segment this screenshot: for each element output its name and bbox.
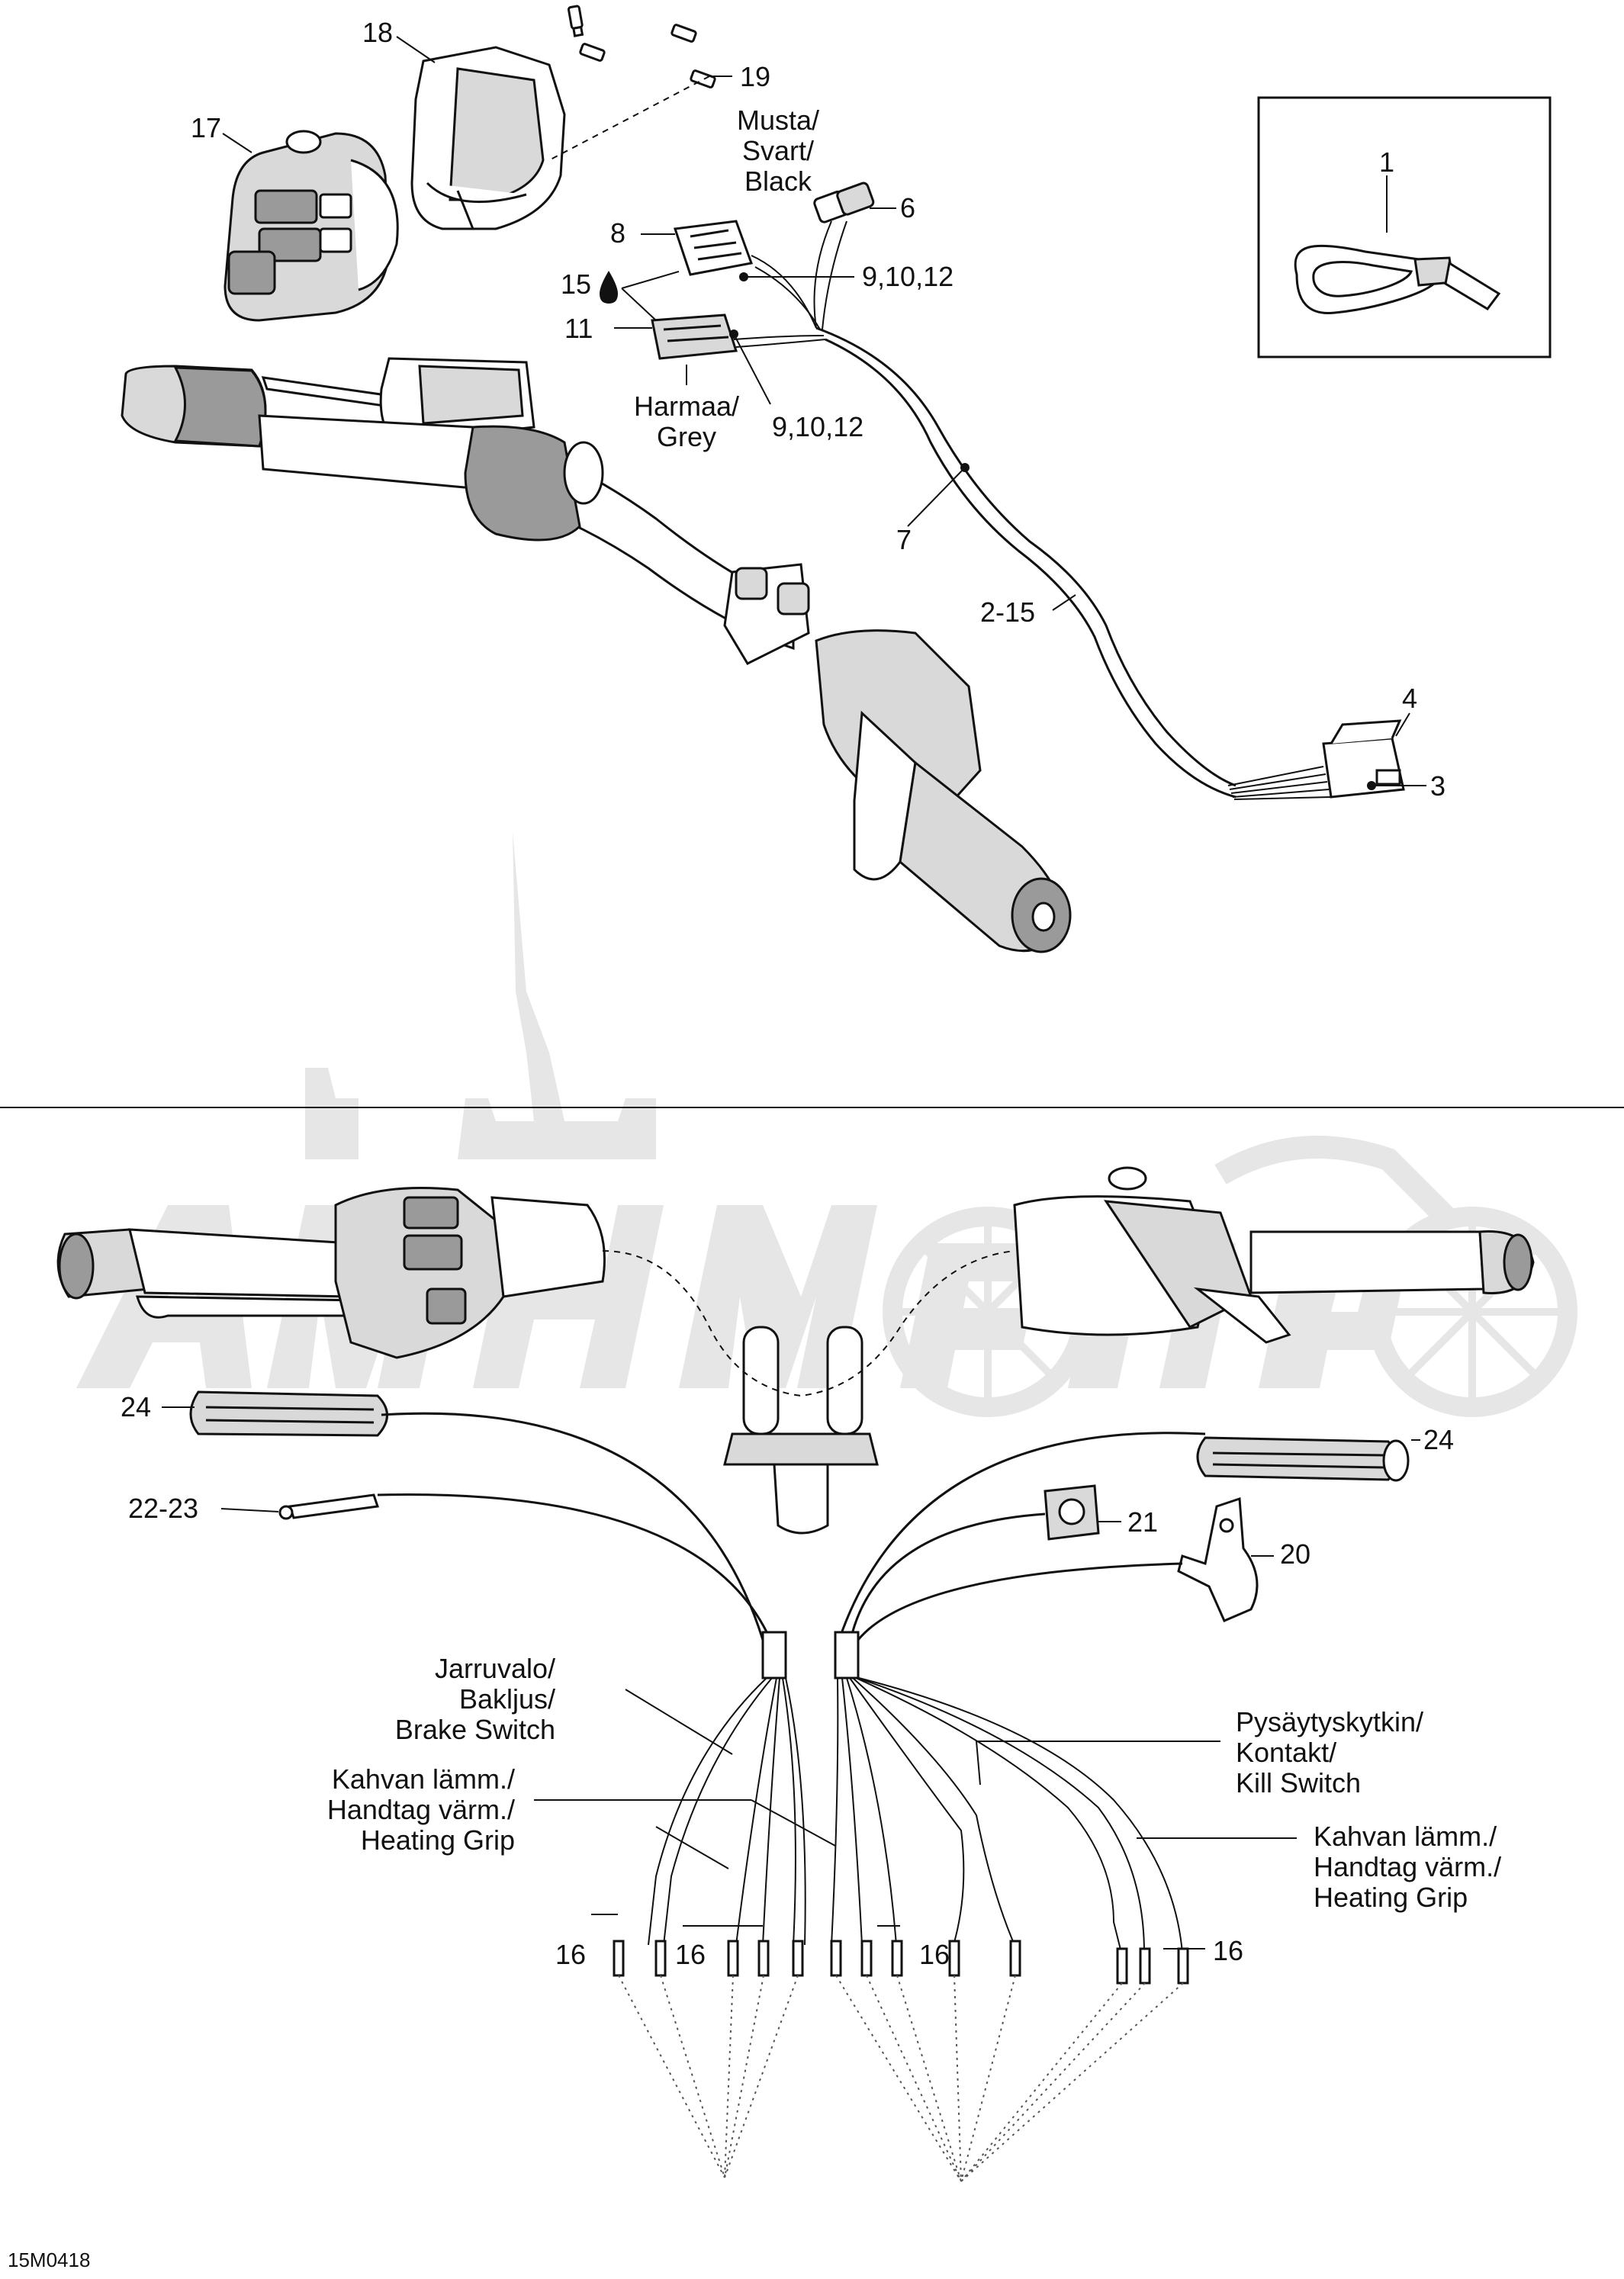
- label-16-c: 16: [919, 1939, 950, 1970]
- cable-tie-icon: [1294, 244, 1501, 315]
- label-21: 21: [1127, 1506, 1158, 1538]
- connector-8-black: [673, 220, 754, 276]
- screws-19: [567, 5, 716, 88]
- drawing-code: 15M0418: [8, 2248, 90, 2271]
- handlebar-assembly-top: [121, 357, 1072, 953]
- switch-21: [1044, 1484, 1100, 1541]
- label-brake-2: Bakljus/: [459, 1683, 555, 1715]
- sensor-22-23: [278, 1493, 379, 1520]
- label-grey-2: Grey: [657, 421, 716, 452]
- label-heat-left-2: Handtag värm./: [327, 1794, 515, 1825]
- label-4: 4: [1402, 683, 1417, 714]
- label-7: 7: [896, 524, 912, 555]
- label-16-d: 16: [1213, 1935, 1243, 1966]
- label-1: 1: [1379, 146, 1394, 178]
- label-6: 6: [900, 192, 915, 223]
- label-black-2: Svart/: [742, 135, 814, 166]
- connector-11-grey: [651, 313, 738, 360]
- label-brake-3: Brake Switch: [395, 1714, 555, 1745]
- label-2-15: 2-15: [980, 596, 1035, 628]
- label-grey-1: Harmaa/: [634, 391, 739, 422]
- label-17: 17: [191, 112, 221, 143]
- label-20: 20: [1280, 1538, 1310, 1570]
- label-3: 3: [1430, 770, 1446, 802]
- bracket-20: [1177, 1496, 1259, 1622]
- label-heat-left-3: Heating Grip: [361, 1824, 515, 1856]
- label-kill-1: Pysäytyskytkin/: [1236, 1706, 1423, 1737]
- label-heat-left-1: Kahvan lämm./: [332, 1763, 515, 1795]
- label-kill-3: Kill Switch: [1236, 1767, 1361, 1798]
- label-11: 11: [564, 313, 593, 344]
- heating-element-24-left: [189, 1390, 388, 1437]
- label-black-3: Black: [744, 166, 812, 197]
- label-brake-1: Jarruvalo/: [435, 1653, 555, 1684]
- connector-6: [813, 182, 875, 223]
- label-heat-right-2: Handtag värm./: [1314, 1851, 1501, 1882]
- label-9-10-12-a: 9,10,12: [862, 261, 953, 292]
- housing-cover-18: [410, 46, 566, 230]
- connector-4: [1322, 719, 1405, 799]
- label-8: 8: [610, 217, 625, 249]
- switch-housing-17: [224, 130, 399, 322]
- heating-element-24-right: [1196, 1436, 1410, 1482]
- cable-tie-box: [1257, 96, 1552, 358]
- label-9-10-12-b: 9,10,12: [772, 411, 863, 442]
- handlebar-assembly-bottom: [56, 1166, 1535, 1535]
- wiring-harness-bottom: [377, 1412, 1206, 2182]
- label-black-1: Musta/: [737, 104, 819, 136]
- label-24-left: 24: [121, 1391, 151, 1422]
- label-heat-right-1: Kahvan lämm./: [1314, 1821, 1497, 1852]
- label-22-23: 22-23: [128, 1493, 198, 1524]
- watermark-logo: [76, 831, 1577, 1417]
- label-24-right: 24: [1423, 1424, 1454, 1455]
- label-kill-2: Kontakt/: [1236, 1737, 1336, 1768]
- label-heat-right-3: Heating Grip: [1314, 1882, 1468, 1913]
- oil-drop-icon: [600, 271, 618, 304]
- label-15: 15: [561, 268, 591, 300]
- label-16-a: 16: [555, 1939, 586, 1970]
- label-16-b: 16: [675, 1939, 706, 1970]
- label-18: 18: [362, 17, 393, 48]
- label-19: 19: [740, 61, 770, 92]
